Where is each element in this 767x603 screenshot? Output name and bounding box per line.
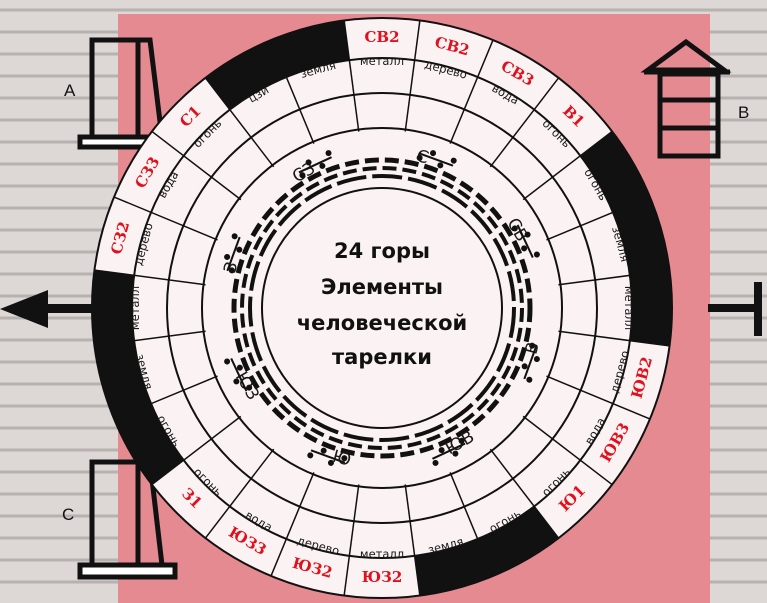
trigram-ring [231, 157, 533, 459]
element-label: металл [622, 286, 636, 330]
building-b-icon [640, 38, 732, 159]
constellation-glyph [511, 224, 540, 258]
mountain-label: ЮЗ2 [362, 568, 403, 586]
svg-text:24 горы: 24 горы [334, 239, 430, 263]
left-arrow-icon [0, 290, 116, 328]
black-band-sector [629, 270, 672, 346]
constellation-glyph [224, 233, 243, 274]
label-a: A [64, 81, 76, 100]
black-band-sector [205, 40, 287, 110]
constellation-glyph [521, 342, 540, 383]
constellation-glyph [416, 150, 457, 169]
label-b: B [738, 103, 749, 122]
black-band-sector [92, 270, 135, 346]
label-c: C [62, 505, 74, 524]
constellation-glyph [224, 358, 253, 392]
right-bar-icon [708, 282, 762, 336]
svg-text:Элементы: Элементы [321, 275, 443, 299]
black-band-sector [114, 403, 184, 485]
center-title: 24 горы Элементы человеческой тарелки [297, 239, 468, 369]
constellation-glyph [307, 447, 348, 466]
mountain-label: СВ2 [364, 28, 399, 46]
svg-text:человеческой: человеческой [297, 311, 468, 335]
black-band-sector [580, 131, 650, 213]
element-label: металл [128, 286, 142, 330]
center-disc [261, 187, 503, 429]
svg-text:тарелки: тарелки [332, 345, 432, 369]
element-label: металл [360, 547, 404, 561]
black-band-sector [477, 506, 559, 576]
element-label: металл [360, 54, 404, 68]
constellation-glyph [432, 437, 466, 466]
constellation-glyph [298, 150, 332, 179]
